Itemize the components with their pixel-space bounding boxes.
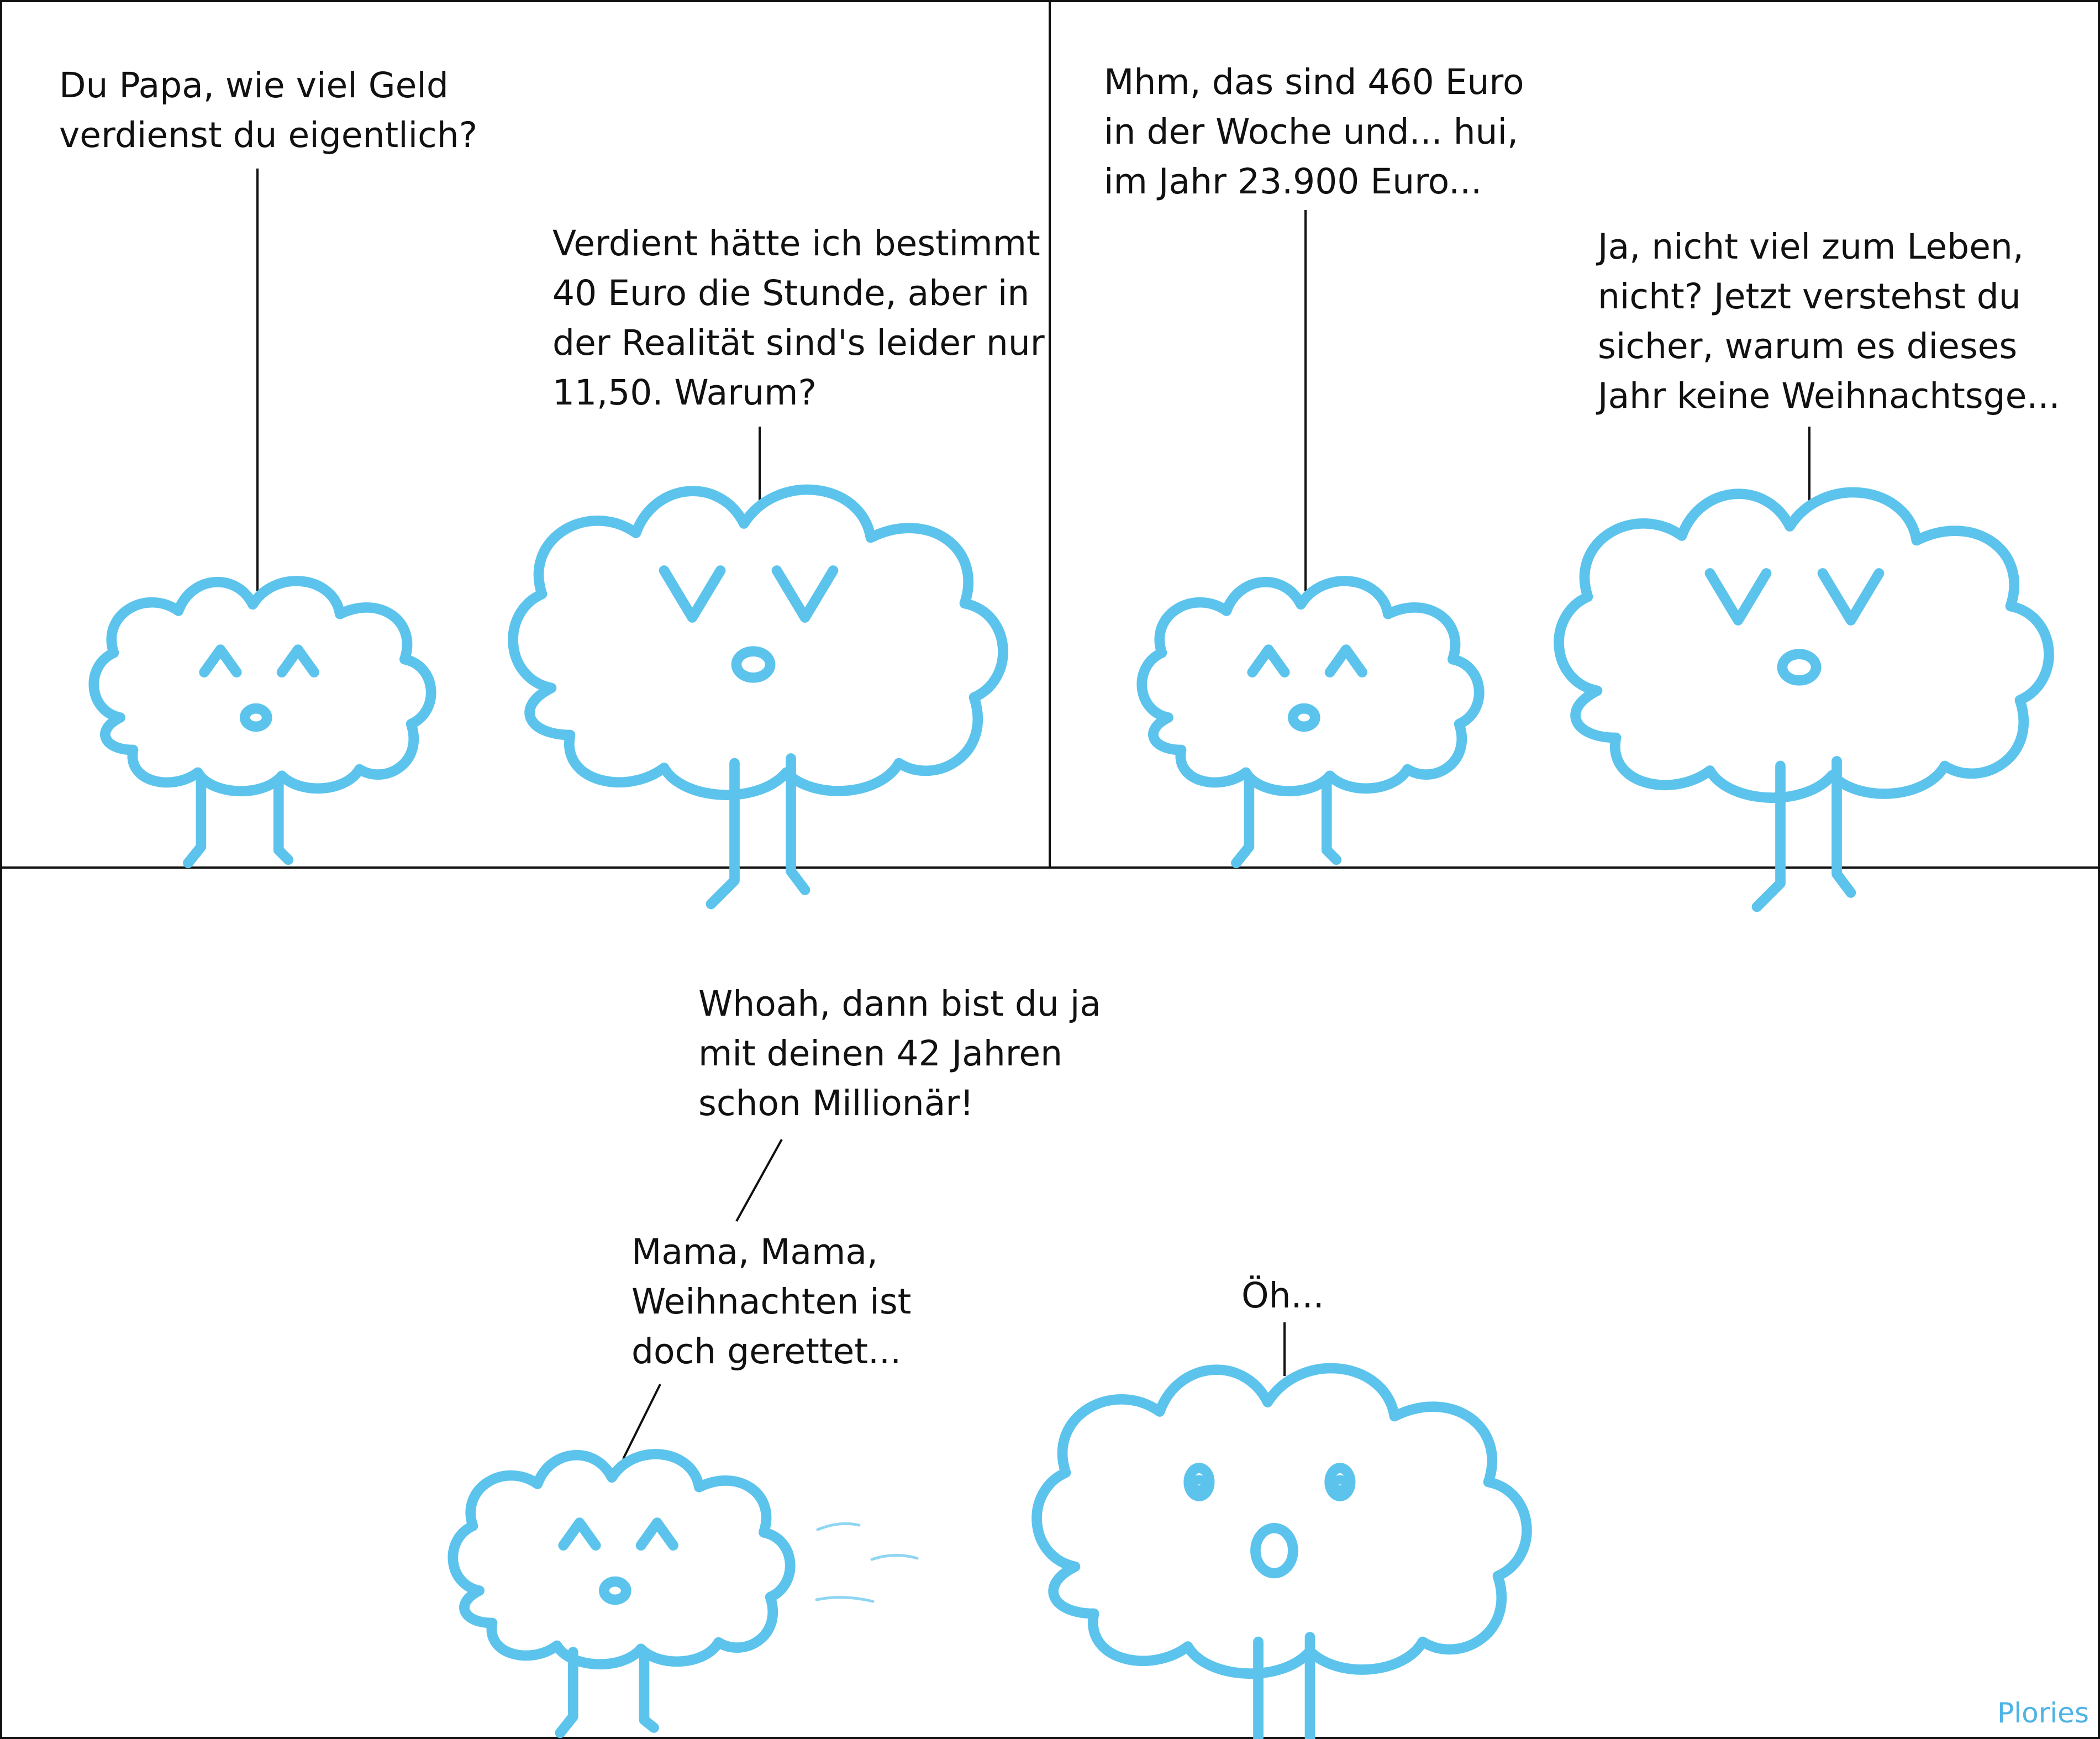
- leg-left: [1751, 760, 1786, 912]
- motion-line-3: [815, 1596, 875, 1603]
- eye-right: [1324, 1463, 1356, 1501]
- cloud-father-p3: [1037, 1368, 1527, 1739]
- cloud-child-p1: [94, 581, 431, 869]
- p3-child-speech-2: Mama, Mama, Weihnachten ist doch gerette…: [631, 1232, 912, 1372]
- cloud-father-p2: [1559, 492, 2049, 912]
- motion-line-2: [870, 1554, 919, 1561]
- happy-eye-right: [1324, 644, 1367, 677]
- leg-right: [1321, 774, 1342, 865]
- leg-left: [1253, 1636, 1264, 1739]
- p2-father-speech: Ja, nicht viel zum Leben, nicht? Jetzt v…: [1598, 227, 2060, 416]
- mouth: [1250, 1522, 1298, 1579]
- eye-left: [1704, 568, 1772, 626]
- pointer-p3-child-2: [622, 1384, 661, 1459]
- cloud-body: [513, 490, 1003, 795]
- eye-left: [1183, 1463, 1215, 1501]
- p1-father-speech: Verdient hätte ich bestimmt 40 Euro die …: [552, 223, 1045, 413]
- p2-child-speech: Mhm, das sind 460 Euro in der Woche und.…: [1104, 62, 1524, 202]
- mouth: [1777, 649, 1822, 686]
- pupil-left: [1191, 1475, 1207, 1495]
- pupil-right: [1331, 1475, 1348, 1495]
- leg-left: [706, 758, 740, 910]
- happy-eye-left: [199, 644, 242, 677]
- p1-child-speech: Du Papa, wie viel Geld verdienst du eige…: [59, 65, 478, 155]
- cloud-body: [94, 581, 431, 791]
- motion-line-1: [816, 1522, 861, 1531]
- plories-watermark: Plories: [1997, 1697, 2089, 1729]
- pointer-p3-child-1: [735, 1139, 783, 1222]
- cloud-child-p3: [453, 1454, 790, 1738]
- eye-right: [771, 565, 839, 623]
- leg-left: [555, 1647, 578, 1738]
- cloud-body: [1037, 1368, 1527, 1674]
- motion-lines: [815, 1522, 919, 1603]
- mouth: [731, 646, 776, 683]
- happy-eye-left: [1247, 644, 1290, 677]
- cloud-body: [453, 1454, 790, 1664]
- p3-child-speech-1: Whoah, dann bist du ja mit deinen 42 Jah…: [698, 984, 1101, 1123]
- cloud-child-p2: [1142, 581, 1479, 869]
- leg-left: [183, 774, 207, 869]
- cloud-body: [1559, 492, 2049, 798]
- speech-pointers: [256, 169, 1810, 1459]
- cloud-father-p1: [513, 490, 1003, 910]
- mouth: [1288, 703, 1320, 732]
- eye-left: [659, 565, 726, 623]
- eye-right: [1817, 568, 1885, 626]
- mouth: [599, 1576, 631, 1605]
- leg-left: [1231, 774, 1255, 869]
- p3-father-speech: Öh...: [1241, 1275, 1324, 1316]
- happy-eye-left: [558, 1517, 601, 1551]
- leg-right: [1304, 1632, 1315, 1739]
- leg-right: [639, 1647, 659, 1733]
- mouth: [240, 703, 272, 732]
- happy-eye-right: [635, 1517, 678, 1551]
- happy-eye-right: [276, 644, 319, 677]
- leg-right: [786, 753, 810, 895]
- cloud-body: [1142, 581, 1479, 791]
- leg-right: [1831, 756, 1856, 898]
- leg-right: [273, 774, 294, 865]
